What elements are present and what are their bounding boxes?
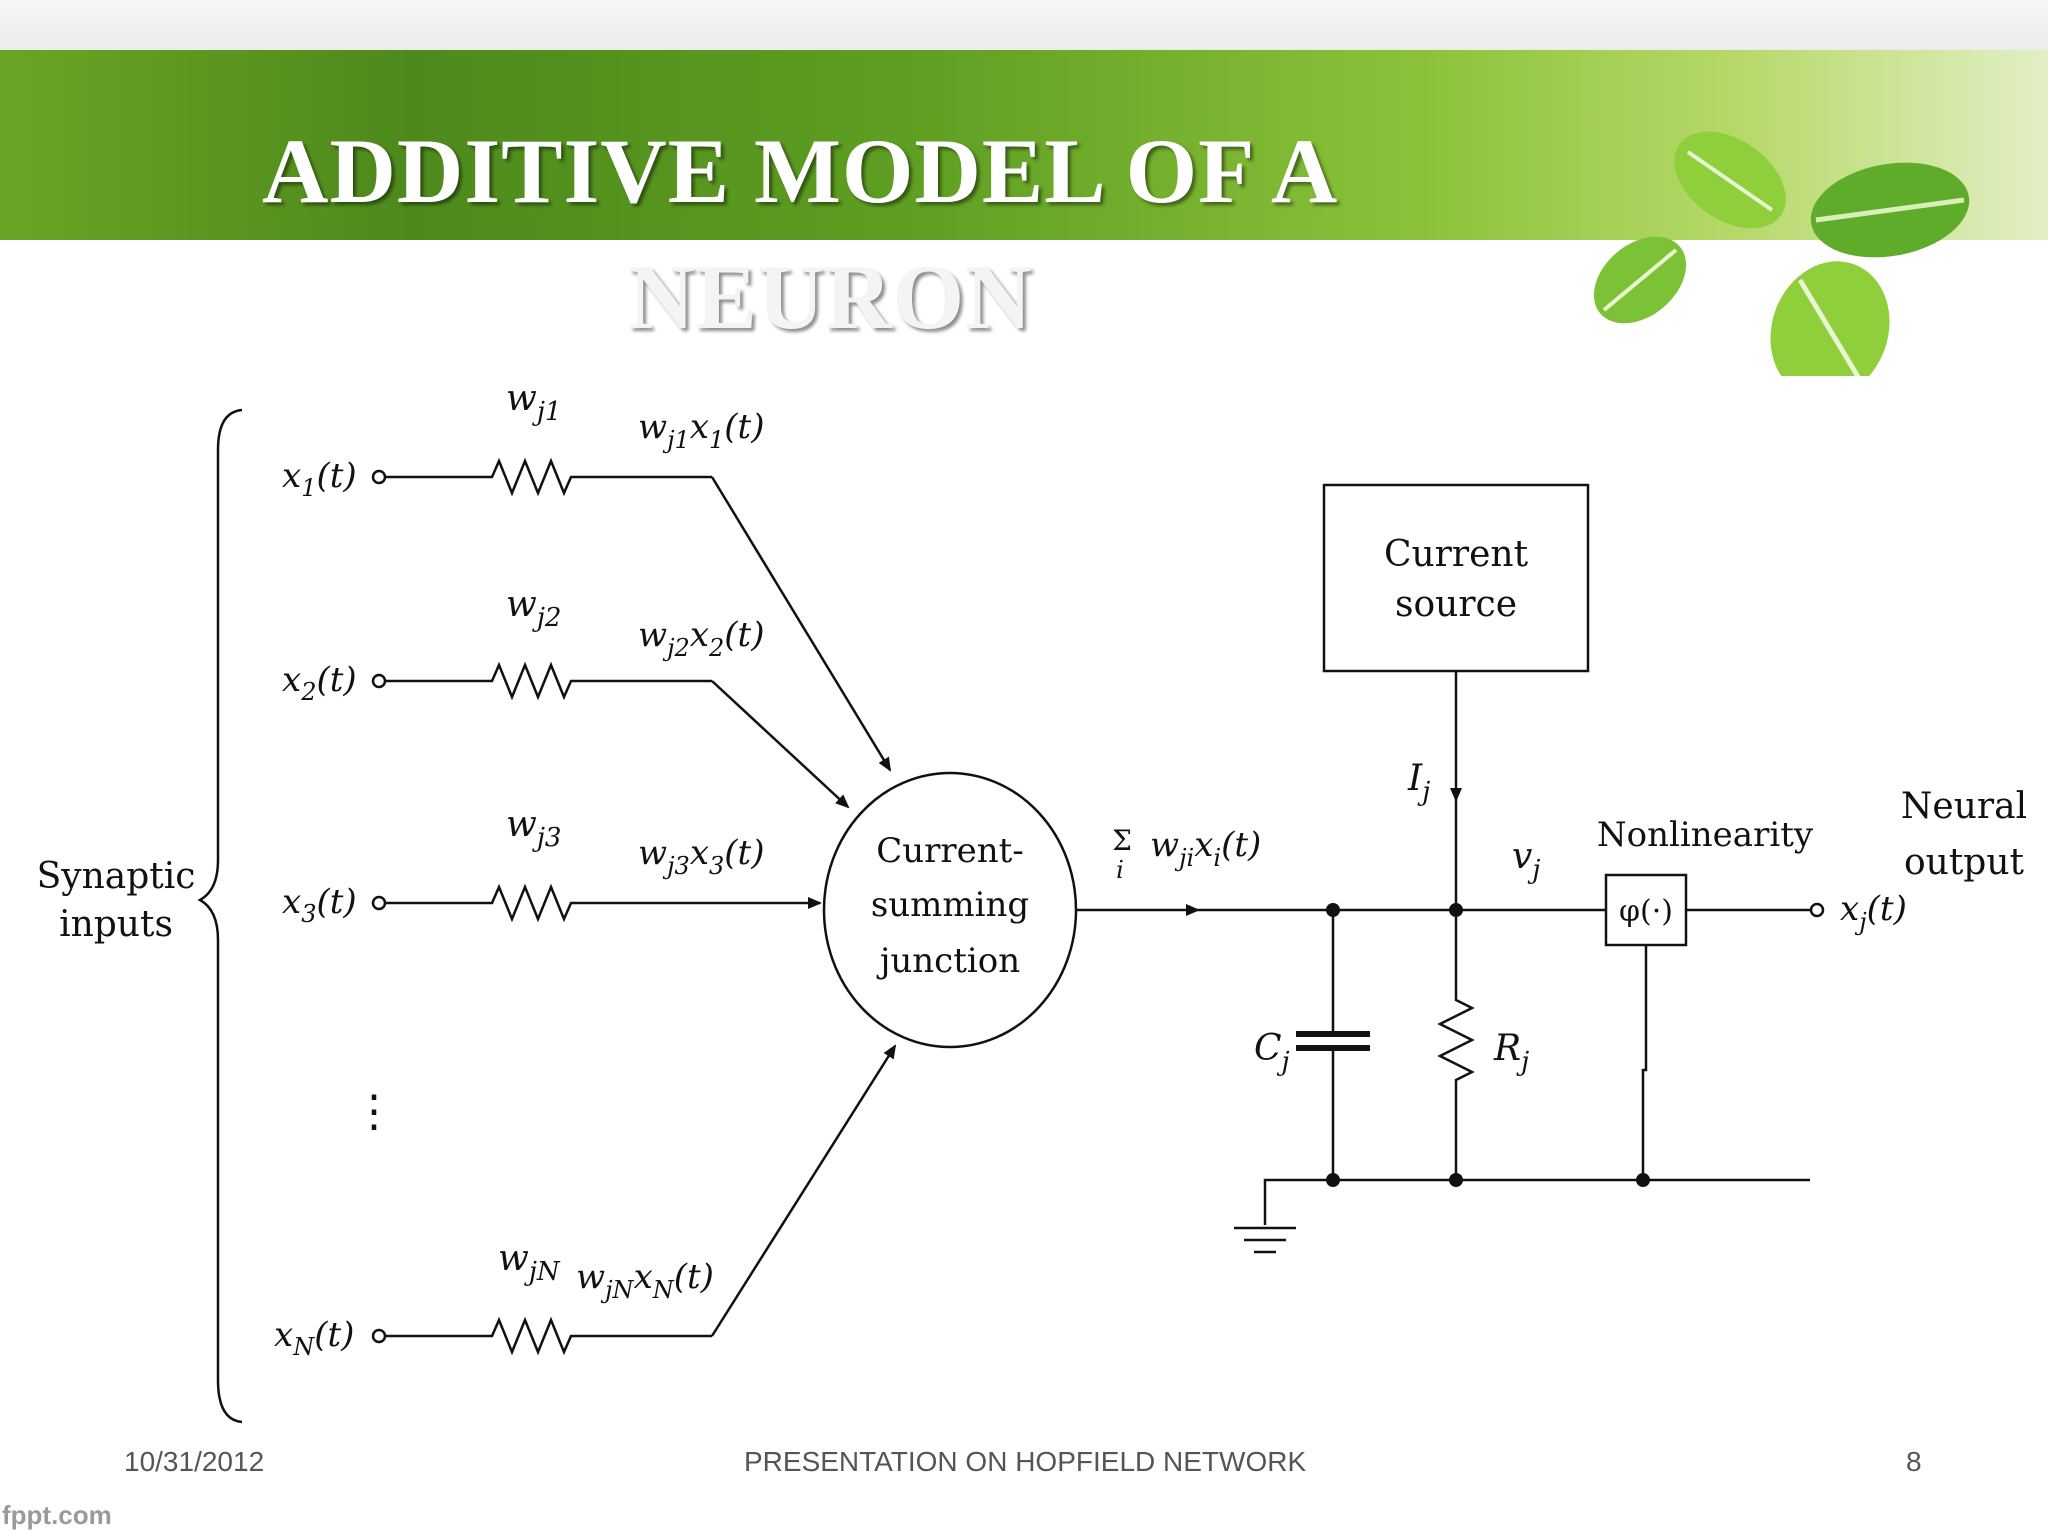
junction-label-1: Current-: [876, 831, 1024, 871]
output-terminal: [1809, 902, 1825, 918]
sum-symbol: Σ: [1112, 824, 1132, 857]
resistor-wire: [385, 661, 712, 701]
input-terminal: [371, 1328, 387, 1344]
resistor-wire: [385, 883, 822, 923]
capacitor-label: Cj: [1254, 1028, 1290, 1077]
footer-title: PRESENTATION ON HOPFIELD NETWORK: [744, 1446, 1307, 1477]
leaf-icon: [1593, 236, 1687, 324]
sum-term: wjixi(t): [1150, 825, 1261, 872]
leaves-decoration: [1593, 131, 1970, 376]
input-terminal: [371, 673, 387, 689]
output-label: xj(t): [1840, 889, 1907, 936]
phi-label: φ(·): [1619, 894, 1673, 929]
weight-label-n: wjN: [498, 1238, 561, 1287]
nonlinearity-label: Nonlinearity: [1597, 815, 1814, 855]
footer-date: 10/31/2012: [124, 1446, 265, 1477]
page-number: 8: [1906, 1446, 1922, 1477]
junction-label-3: junction: [876, 941, 1020, 981]
current-source-box: [1322, 483, 1590, 673]
resistor-wire: [385, 1316, 712, 1356]
node-dot: [1636, 1173, 1650, 1187]
input-terminal: [371, 469, 387, 485]
sum-index: i: [1116, 856, 1124, 884]
voltage-label: vj: [1512, 836, 1540, 885]
input-label-1: x1(t): [282, 456, 357, 502]
weight-label-1: wj1: [506, 378, 561, 427]
neuron-circuit-diagram: Synaptic inputs x1(t) x2(t) x3(t) xN(t) …: [37, 378, 2027, 1424]
title-line-2: NEURON: [628, 246, 1033, 348]
weight-label-3: wj3: [506, 804, 561, 853]
current-source-label-1: Current: [1384, 534, 1529, 575]
ground-wire: [1263, 1178, 1333, 1225]
neural-output-label-2: output: [1904, 842, 2025, 883]
input-label-n: xN(t): [274, 1315, 354, 1361]
node-dot: [1449, 1173, 1463, 1187]
leaf-icon: [1770, 261, 1890, 376]
product-label-3: wj3x3(t): [638, 833, 765, 880]
junction-label-2: summing: [871, 885, 1029, 925]
leaf-icon: [1810, 162, 1970, 258]
watermark-logo: fppt.com: [2, 1500, 112, 1530]
inputs-label: inputs: [59, 904, 173, 945]
weight-label-2: wj2: [506, 584, 561, 633]
synaptic-brace: [197, 408, 243, 1424]
leaf-icon: [1674, 131, 1786, 229]
resistor-wire: [385, 457, 712, 497]
current-label: Ij: [1407, 758, 1430, 807]
synaptic-label: Synaptic: [37, 856, 196, 897]
ellipsis: ⋮: [352, 1086, 396, 1137]
product-label-1: wj1x1(t): [638, 407, 765, 454]
input-label-3: x3(t): [282, 882, 357, 928]
top-bar: [0, 0, 2048, 50]
input-label-2: x2(t): [282, 660, 357, 706]
product-label-2: wj2x2(t): [638, 615, 765, 662]
input-terminal: [371, 895, 387, 911]
arrow-line: [710, 476, 892, 772]
title-line-1: ADDITIVE MODEL OF A: [262, 120, 1339, 222]
arrow-line: [711, 680, 850, 809]
node-dot: [1326, 903, 1340, 917]
ground-icon: [1234, 1226, 1296, 1254]
node-dot: [1449, 903, 1463, 917]
nonlinearity-wire: [1641, 945, 1648, 1180]
current-source-label-2: source: [1395, 584, 1517, 625]
product-label-n: wjNxN(t): [576, 1257, 714, 1304]
resistor-branch: [1437, 910, 1475, 1180]
arrow-line: [710, 1044, 897, 1337]
neural-output-label-1: Neural: [1901, 786, 2027, 827]
resistor-label: Rj: [1493, 1028, 1529, 1077]
node-dot: [1326, 1173, 1340, 1187]
capacitor-plates: [1296, 1031, 1370, 1051]
